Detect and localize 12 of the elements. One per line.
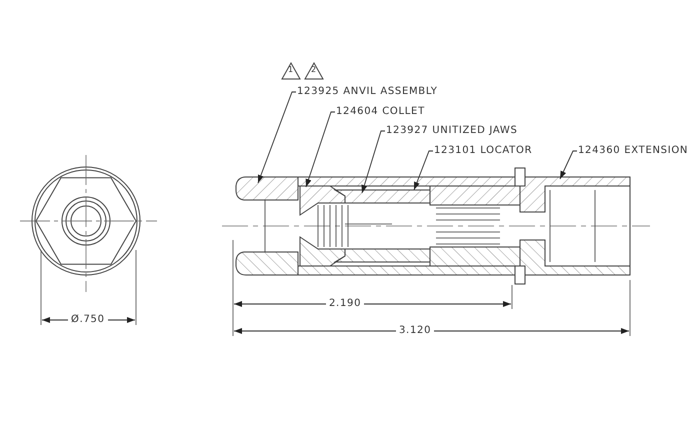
callout-label: 123927 UNITIZED JAWS <box>386 125 518 137</box>
leader-line <box>560 150 578 180</box>
callout-label: 123925 ANVIL ASSEMBLY <box>297 86 438 98</box>
leader-line <box>306 112 336 188</box>
leader-line <box>414 150 434 190</box>
callout-label: 123101 LOCATOR <box>434 145 532 157</box>
callout-label: 124604 COLLET <box>336 106 425 118</box>
revision-number: 2 <box>311 64 317 76</box>
leader-line <box>361 130 386 194</box>
leader-line <box>258 92 296 184</box>
revision-number: 1 <box>288 64 294 76</box>
callout-label: 124360 EXTENSION <box>578 145 688 157</box>
